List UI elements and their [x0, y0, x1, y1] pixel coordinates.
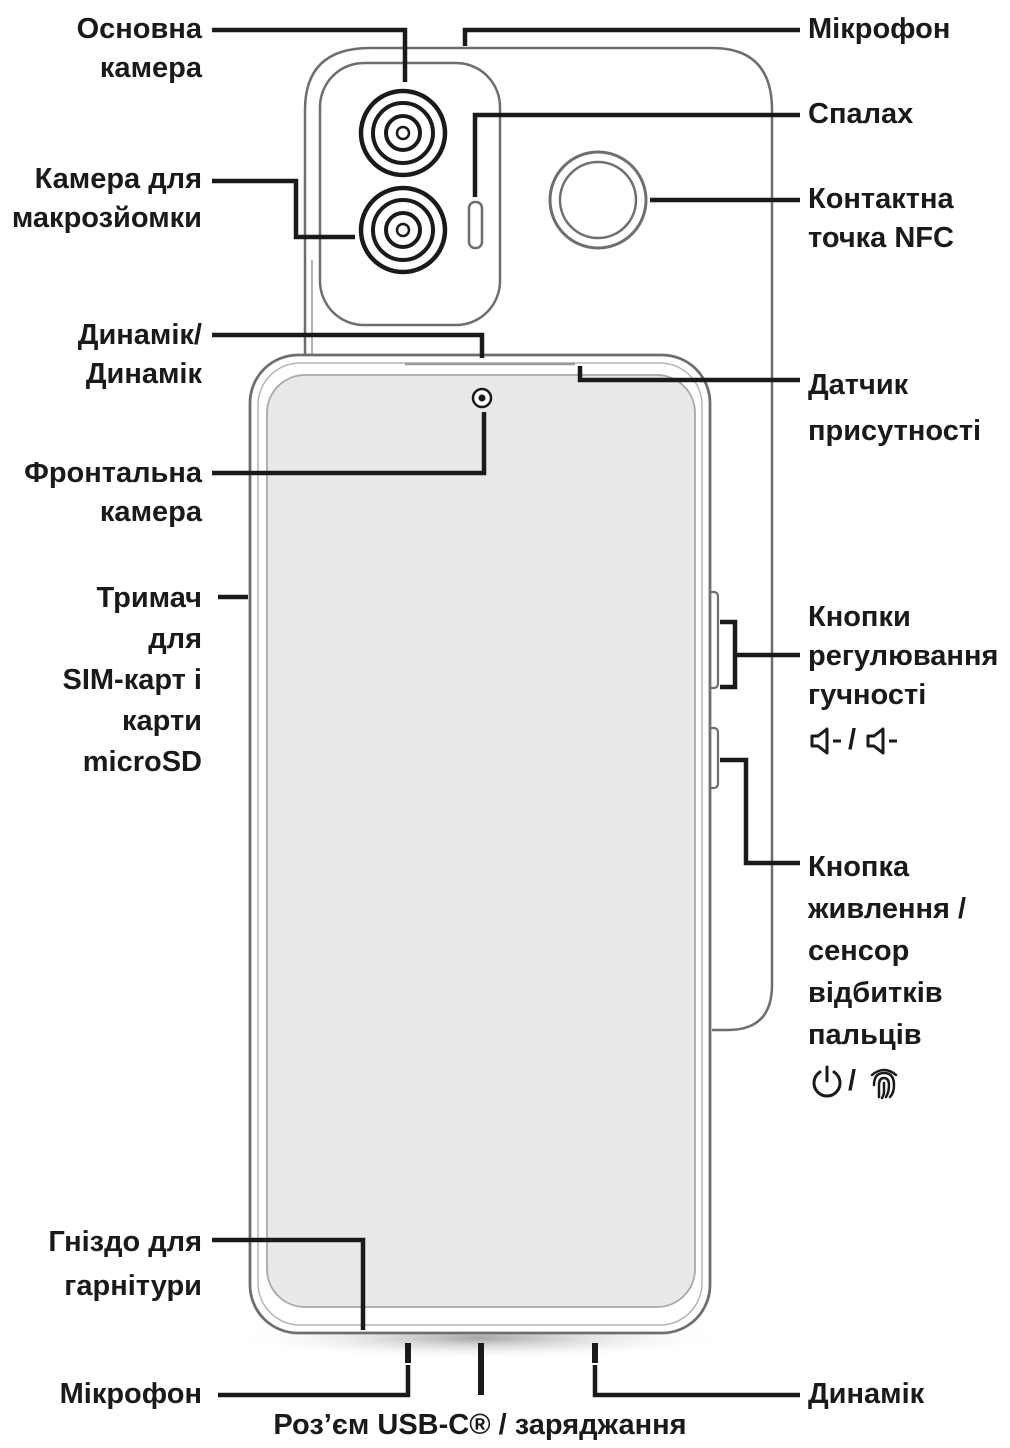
nfc-ring — [548, 150, 648, 250]
leader-flash — [472, 112, 800, 197]
label-nfc-line2: точка NFC — [808, 222, 954, 254]
leader-bottom-mic — [218, 1365, 411, 1398]
label-flash-text: Спалах — [808, 98, 914, 130]
bottom-speaker-port — [592, 1343, 598, 1363]
label-main-camera: Основна камера — [77, 10, 202, 88]
label-sim-tray-line2: для — [148, 623, 202, 655]
label-sim-tray-line1: Тримач — [96, 582, 202, 614]
label-headset-jack-line2: гарнітури — [64, 1270, 202, 1302]
label-usb-port: Роз’єм USB-C® / заряджання — [230, 1406, 730, 1445]
power-icons-separator: / — [848, 1065, 857, 1097]
label-earpiece-line1: Динамік/ — [77, 319, 202, 351]
leader-main-camera — [212, 27, 408, 82]
label-front-camera-line1: Фронтальна — [24, 457, 202, 489]
power-icon — [812, 1065, 842, 1098]
volume-down-icon — [810, 727, 841, 755]
back-phone-body — [303, 46, 774, 1032]
label-earpiece-line2: Динамік — [85, 358, 202, 390]
label-earpiece: Динамік/ Динамік — [78, 316, 202, 394]
flash-unit — [467, 200, 484, 250]
label-top-mic-text: Мікрофон — [808, 13, 951, 45]
label-power-line4: відбитків — [808, 977, 943, 1009]
label-power-line3: сенсор — [808, 935, 910, 967]
label-proximity-line1: Датчик — [808, 369, 909, 401]
phone-screen — [266, 374, 696, 1308]
leader-front-camera — [212, 412, 487, 476]
leader-top-mic — [462, 27, 800, 46]
label-volume-line3: гучності — [808, 679, 927, 711]
label-proximity-line2: присутності — [808, 415, 982, 447]
label-macro-camera-line1: Камера для — [34, 163, 202, 195]
label-front-camera-line2: камера — [99, 496, 202, 528]
label-macro-camera-line2: макрозйомки — [11, 202, 202, 234]
label-nfc: Контактна точка NFC — [808, 180, 954, 258]
label-volume-line1: Кнопки — [808, 601, 911, 633]
label-top-mic: Мікрофон — [808, 10, 950, 49]
label-power-line2: живлення / — [808, 893, 967, 925]
label-front-camera: Фронтальна камера — [24, 454, 202, 532]
leader-volume — [720, 619, 738, 690]
macro-camera-lens — [358, 185, 448, 275]
label-main-camera-line2: камера — [99, 52, 202, 84]
label-power-line1: Кнопка — [808, 851, 910, 883]
label-bottom-mic-text: Мікрофон — [59, 1378, 202, 1410]
label-sim-tray: Тримач для SIM-карт і карти microSD — [62, 578, 202, 783]
label-proximity: Датчик присутності — [808, 362, 981, 454]
label-headset-jack: Гніздо для гарнітури — [48, 1220, 202, 1308]
label-nfc-line1: Контактна — [808, 183, 954, 215]
leader-earpiece — [212, 332, 485, 358]
usb-port — [478, 1343, 484, 1395]
label-main-camera-line1: Основна — [76, 13, 202, 45]
volume-icons-separator: / — [848, 724, 857, 756]
label-bottom-speaker-text: Динамік — [808, 1378, 925, 1410]
label-power-icons: / — [808, 1060, 966, 1102]
front-camera-dot — [471, 387, 493, 409]
volume-up-icon — [866, 727, 898, 755]
label-bottom-speaker: Динамік — [808, 1375, 924, 1414]
label-volume-icons: / — [808, 721, 998, 760]
label-power: Кнопка живлення / сенсор відбитків пальц… — [808, 846, 966, 1102]
label-headset-jack-line1: Гніздо для — [48, 1226, 202, 1258]
leader-macro-camera — [212, 178, 355, 240]
label-volume-line2: регулювання — [808, 640, 999, 672]
label-bottom-mic: Мікрофон — [60, 1375, 202, 1414]
leader-proximity — [577, 366, 800, 383]
label-macro-camera: Камера для макрозйомки — [12, 160, 202, 238]
label-sim-tray-line3: SIM-карт і — [62, 664, 202, 696]
bottom-mic-port — [405, 1343, 411, 1363]
label-volume: Кнопки регулювання гучності / — [808, 598, 998, 760]
leader-power — [720, 757, 800, 866]
leader-bottom-speaker — [592, 1365, 800, 1398]
label-sim-tray-line5: microSD — [82, 746, 202, 778]
fingerprint-icon — [870, 1069, 898, 1100]
main-camera-lens — [358, 88, 448, 178]
label-power-line5: пальців — [808, 1019, 922, 1051]
label-sim-tray-line4: карти — [121, 705, 202, 737]
label-flash: Спалах — [808, 95, 913, 134]
label-usb-port-text: Роз’єм USB-C® / заряджання — [273, 1409, 687, 1441]
leader-headset-jack — [212, 1237, 366, 1330]
